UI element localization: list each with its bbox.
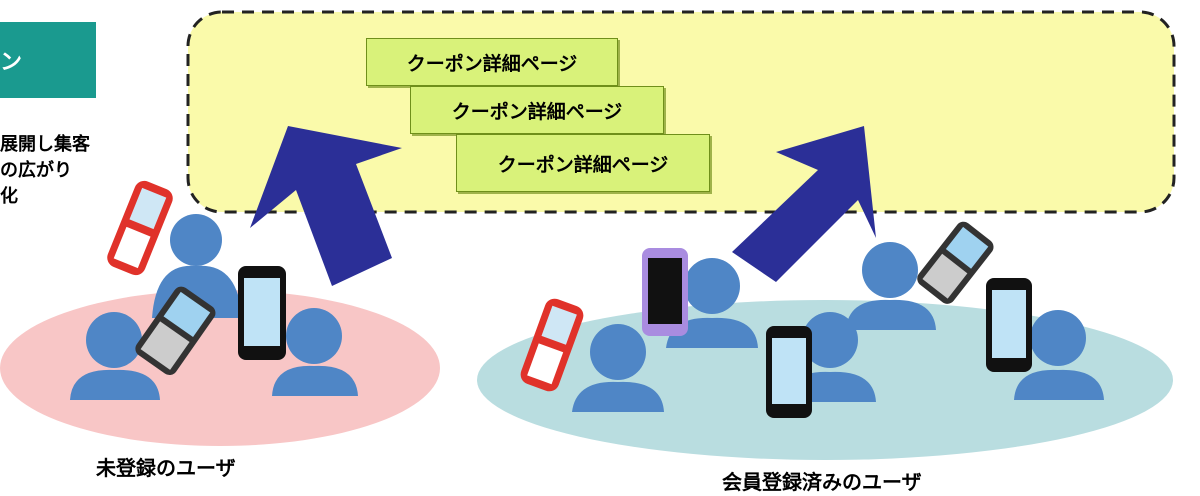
person-icon bbox=[70, 312, 160, 400]
keypad-phone-icon bbox=[135, 286, 216, 376]
flip-phone-icon bbox=[520, 298, 584, 392]
left-text-line-1: 展開し集客 bbox=[0, 134, 90, 155]
teal-box-text: ン bbox=[0, 50, 23, 75]
left-teal-box: ン bbox=[0, 22, 96, 98]
coupon-page-tag-2: クーポン詳細ページ bbox=[410, 86, 664, 134]
smartphone-icon bbox=[766, 326, 812, 418]
person-icon bbox=[572, 324, 664, 412]
left-text-line-2: の広がり bbox=[0, 160, 72, 181]
purple-phone-icon bbox=[642, 248, 688, 336]
flip-phone-icon bbox=[107, 180, 173, 276]
arrow-right bbox=[732, 126, 876, 282]
coupon-page-tag-3: クーポン詳細ページ bbox=[456, 134, 710, 192]
left-text-line-3: 化 bbox=[0, 186, 18, 207]
unregistered-users-label: 未登録のユーザ bbox=[96, 456, 236, 480]
registered-users-label: 会員登録済みのユーザ bbox=[722, 470, 922, 494]
person-icon bbox=[272, 308, 358, 396]
person-icon bbox=[666, 258, 758, 348]
person-icon bbox=[1014, 310, 1104, 400]
coupon-page-tag-1: クーポン詳細ページ bbox=[366, 38, 618, 86]
arrow-left bbox=[250, 126, 402, 286]
keypad-phone-icon bbox=[917, 221, 994, 304]
person-icon bbox=[846, 242, 936, 330]
smartphone-icon bbox=[986, 278, 1032, 372]
smartphone-icon bbox=[238, 266, 286, 360]
